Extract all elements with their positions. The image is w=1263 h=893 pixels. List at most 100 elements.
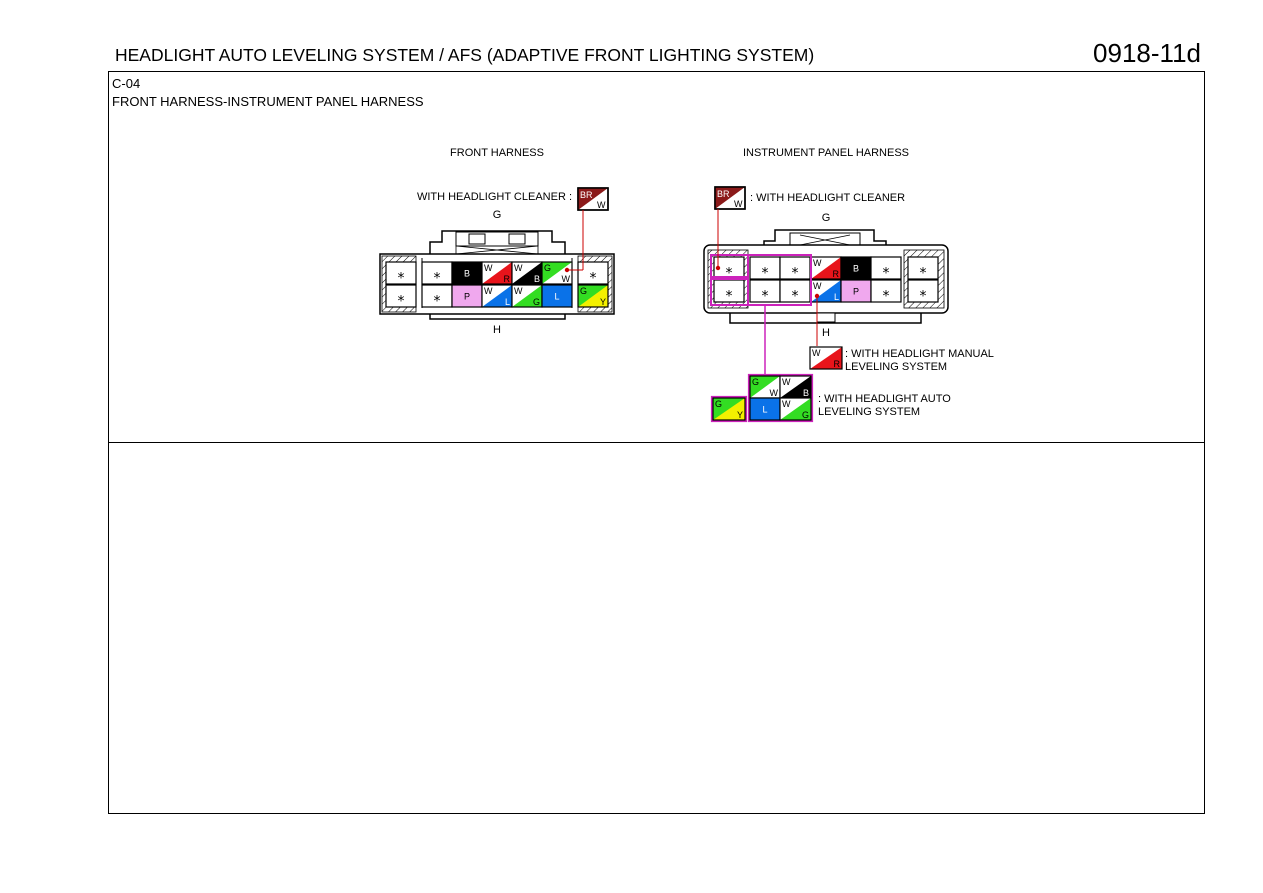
connector-cavity: L bbox=[541, 284, 573, 308]
svg-text:⁎: ⁎ bbox=[434, 265, 441, 281]
connector-cavity: ⁎ bbox=[779, 256, 811, 280]
svg-text:W: W bbox=[782, 399, 791, 409]
svg-text:L: L bbox=[554, 292, 559, 302]
connector-cavity: ⁎ bbox=[749, 256, 781, 280]
connector-cavity: ⁎ bbox=[577, 261, 609, 285]
connector-cavity: GW bbox=[749, 375, 781, 399]
svg-text:⁎: ⁎ bbox=[590, 265, 597, 281]
svg-text:W: W bbox=[782, 377, 791, 387]
svg-text:B: B bbox=[853, 264, 859, 274]
front-harness-connector: FRONT HARNESS WITH HEADLIGHT CLEANER : G… bbox=[379, 147, 615, 336]
svg-text:⁎: ⁎ bbox=[762, 260, 769, 276]
svg-text:⁎: ⁎ bbox=[434, 288, 441, 304]
ip-br-w-legend: BR W bbox=[714, 186, 746, 210]
svg-text:W: W bbox=[484, 286, 493, 296]
connector-cavity: WG bbox=[511, 284, 543, 308]
front-cleaner-note: WITH HEADLIGHT CLEANER : bbox=[417, 191, 572, 203]
svg-text:⁎: ⁎ bbox=[726, 260, 733, 276]
connector-cavity: GW bbox=[541, 261, 573, 285]
connector-cavity: ⁎ bbox=[907, 256, 939, 280]
connector-cavity: ⁎ bbox=[713, 279, 745, 303]
connector-cavity: ⁎ bbox=[385, 261, 417, 285]
svg-text:B: B bbox=[803, 388, 809, 398]
front-br-w-legend: BR W bbox=[577, 187, 609, 211]
svg-text:G: G bbox=[580, 286, 587, 296]
connector-cavity: ⁎ bbox=[870, 279, 902, 303]
svg-text:G: G bbox=[715, 399, 722, 409]
svg-text:B: B bbox=[464, 269, 470, 279]
svg-text:⁎: ⁎ bbox=[920, 283, 927, 299]
svg-text:BR: BR bbox=[580, 190, 593, 200]
svg-text:W: W bbox=[734, 199, 743, 209]
svg-text:⁎: ⁎ bbox=[792, 260, 799, 276]
svg-text:P: P bbox=[853, 287, 859, 297]
front-label-g: G bbox=[493, 209, 502, 221]
connector-cavity: ⁎ bbox=[421, 284, 453, 308]
svg-text:⁎: ⁎ bbox=[883, 283, 890, 299]
connector-cavity: ⁎ bbox=[421, 261, 453, 285]
svg-text:⁎: ⁎ bbox=[762, 283, 769, 299]
connector-cavity: WL bbox=[481, 284, 513, 308]
svg-text:W: W bbox=[514, 263, 523, 273]
ip-harness-title: INSTRUMENT PANEL HARNESS bbox=[743, 147, 909, 159]
svg-text:W: W bbox=[812, 348, 821, 358]
connector-cavity: B bbox=[451, 261, 483, 285]
svg-text:G: G bbox=[752, 377, 759, 387]
front-harness-title: FRONT HARNESS bbox=[450, 147, 544, 159]
svg-text:⁎: ⁎ bbox=[920, 260, 927, 276]
svg-text:⁎: ⁎ bbox=[398, 265, 405, 281]
svg-text:W: W bbox=[514, 286, 523, 296]
connector-cavity: WG bbox=[779, 397, 812, 421]
svg-text:G: G bbox=[544, 263, 551, 273]
connector-cavity: ⁎ bbox=[385, 284, 417, 308]
connector-cavity: WR bbox=[481, 261, 513, 285]
connector-cavity: P bbox=[840, 279, 872, 303]
connector-cavity: WL bbox=[810, 279, 842, 303]
page-code: 0918-11d bbox=[1093, 38, 1201, 68]
svg-text:R: R bbox=[834, 359, 841, 369]
svg-text:G: G bbox=[533, 297, 540, 307]
ip-cleaner-note: : WITH HEADLIGHT CLEANER bbox=[750, 192, 905, 204]
svg-text:Y: Y bbox=[600, 297, 606, 307]
svg-text:W: W bbox=[484, 263, 493, 273]
connector-cavity: L bbox=[749, 397, 781, 421]
connector-cavity: ⁎ bbox=[870, 256, 902, 280]
svg-text:W: W bbox=[562, 274, 571, 284]
connector-name: FRONT HARNESS-INSTRUMENT PANEL HARNESS bbox=[112, 94, 424, 109]
ip-highlight-group bbox=[710, 209, 820, 376]
ip-auto-note-2: LEVELING SYSTEM bbox=[818, 406, 920, 418]
connector-cavity: P bbox=[451, 284, 483, 308]
svg-text:R: R bbox=[504, 274, 511, 284]
svg-text:W: W bbox=[813, 258, 822, 268]
svg-text:Y: Y bbox=[737, 410, 743, 420]
svg-text:L: L bbox=[762, 405, 767, 415]
connector-cavity: WB bbox=[779, 375, 812, 399]
svg-text:W: W bbox=[813, 281, 822, 291]
connector-cavity: WB bbox=[511, 261, 543, 285]
connector-cavity: B bbox=[840, 256, 872, 280]
svg-text:P: P bbox=[464, 292, 470, 302]
connector-cavity: WR bbox=[810, 256, 842, 280]
ip-label-g: G bbox=[822, 212, 831, 224]
ip-label-h: H bbox=[822, 327, 830, 339]
svg-text:L: L bbox=[505, 297, 510, 307]
connector-cavity: GY bbox=[712, 397, 746, 421]
svg-text:⁎: ⁎ bbox=[792, 283, 799, 299]
svg-text:⁎: ⁎ bbox=[883, 260, 890, 276]
ip-manual-note-2: LEVELING SYSTEM bbox=[845, 361, 947, 373]
svg-text:L: L bbox=[834, 292, 839, 302]
svg-text:⁎: ⁎ bbox=[726, 283, 733, 299]
ip-manual-note: : WITH HEADLIGHT MANUAL bbox=[845, 348, 994, 360]
svg-text:⁎: ⁎ bbox=[398, 288, 405, 304]
frame-divider bbox=[108, 442, 1205, 443]
connector-code: C-04 bbox=[112, 76, 141, 91]
connector-cavity: WR bbox=[809, 346, 843, 370]
svg-text:W: W bbox=[597, 200, 606, 210]
ip-auto-note: : WITH HEADLIGHT AUTO bbox=[818, 393, 951, 405]
connector-cavity: ⁎ bbox=[907, 279, 939, 303]
front-label-h: H bbox=[493, 324, 501, 336]
